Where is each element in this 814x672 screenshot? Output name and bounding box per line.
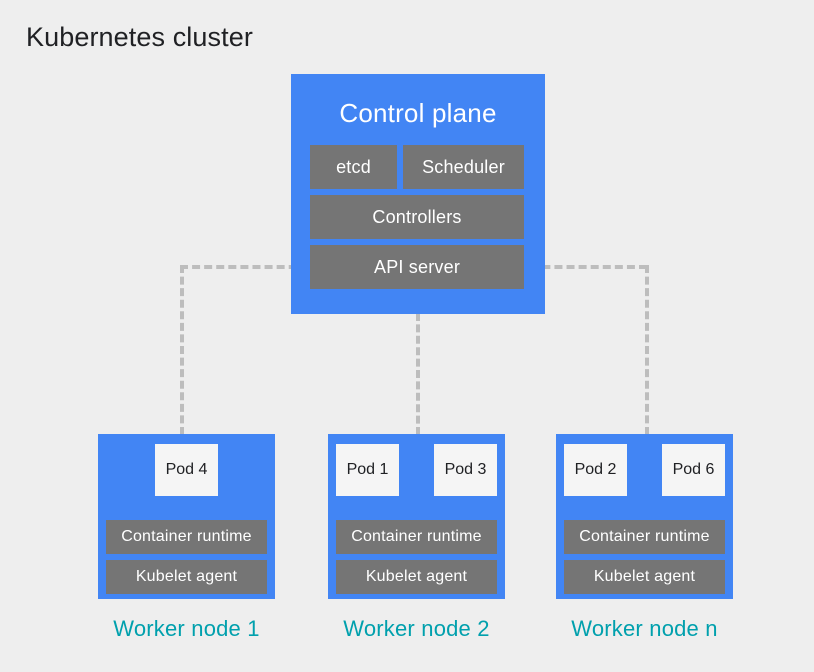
worker-node-2-kubelet-agent[interactable]: Kubelet agent bbox=[336, 560, 497, 594]
connector-vertical-node-n bbox=[645, 265, 649, 435]
pod-box[interactable]: Pod 6 bbox=[662, 444, 725, 496]
control-plane-component-api-server[interactable]: API server bbox=[310, 245, 524, 289]
worker-node-n-label: Worker node n bbox=[571, 616, 718, 641]
worker-node-1-box[interactable]: Pod 4 Container runtime Kubelet agent bbox=[98, 434, 275, 599]
pod-box[interactable]: Pod 1 bbox=[336, 444, 399, 496]
worker-node-1-kubelet-agent[interactable]: Kubelet agent bbox=[106, 560, 267, 594]
worker-node-n-container-runtime[interactable]: Container runtime bbox=[564, 520, 725, 554]
page-title: Kubernetes cluster bbox=[26, 22, 253, 52]
control-plane-component-etcd[interactable]: etcd bbox=[310, 145, 397, 189]
pod-box[interactable]: Pod 3 bbox=[434, 444, 497, 496]
worker-node-2-container-runtime[interactable]: Container runtime bbox=[336, 520, 497, 554]
worker-node-2-label: Worker node 2 bbox=[343, 616, 490, 641]
control-plane-component-scheduler[interactable]: Scheduler bbox=[403, 145, 524, 189]
pod-box[interactable]: Pod 4 bbox=[155, 444, 218, 496]
connector-vertical-node-1 bbox=[180, 265, 184, 435]
control-plane-title: Control plane bbox=[339, 98, 497, 128]
worker-node-1-container-runtime[interactable]: Container runtime bbox=[106, 520, 267, 554]
worker-node-2-box[interactable]: Pod 1 Pod 3 Container runtime Kubelet ag… bbox=[328, 434, 505, 599]
control-plane-component-controllers[interactable]: Controllers bbox=[310, 195, 524, 239]
worker-node-n-box[interactable]: Pod 2 Pod 6 Container runtime Kubelet ag… bbox=[556, 434, 733, 599]
control-plane-box[interactable]: Control plane etcd Scheduler Controllers… bbox=[291, 74, 545, 314]
pod-box[interactable]: Pod 2 bbox=[564, 444, 627, 496]
worker-node-1-label: Worker node 1 bbox=[113, 616, 260, 641]
worker-node-n-kubelet-agent[interactable]: Kubelet agent bbox=[564, 560, 725, 594]
connector-vertical-node-2 bbox=[416, 313, 420, 435]
